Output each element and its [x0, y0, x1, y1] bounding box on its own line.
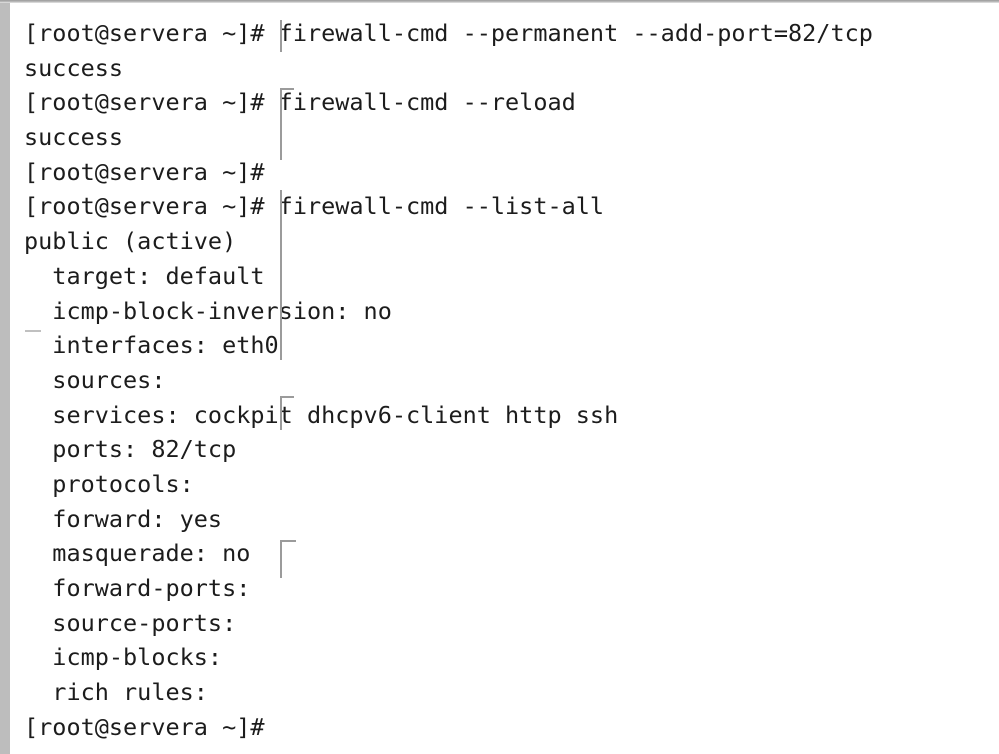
terminal-line: [root@servera ~]# firewall-cmd --reload: [24, 88, 576, 117]
terminal-line: [root@servera ~]# firewall-cmd --permane…: [24, 19, 873, 47]
terminal-line: ports: 82/tcp: [24, 435, 237, 464]
left-gutter-strip: [0, 3, 10, 754]
terminal-line: services: cockpit dhcpv6-client http ssh: [24, 400, 619, 429]
terminal-line: sources:: [24, 365, 166, 394]
terminal-line: [root@servera ~]# firewall-cmd --list-al…: [24, 192, 605, 221]
terminal-line: success: [24, 53, 124, 82]
terminal-line: source-ports:: [24, 608, 237, 637]
terminal-line: [root@servera ~]#: [24, 157, 265, 186]
terminal-line: protocols:: [24, 469, 194, 498]
terminal-line: success: [24, 123, 124, 152]
terminal-line: target: default: [24, 261, 265, 290]
terminal-output-area[interactable]: [root@servera ~]# firewall-cmd --permane…: [24, 16, 984, 744]
terminal-line: masquerade: no: [24, 539, 251, 568]
terminal-line: rich rules:: [24, 678, 208, 707]
terminal-line: public (active): [24, 227, 237, 256]
terminal-line: forward: yes: [24, 504, 223, 533]
terminal-line: icmp-block-inversion: no: [24, 296, 392, 325]
terminal-line: interfaces: eth0: [24, 331, 279, 360]
top-border-rule: [0, 0, 999, 3]
terminal-line: icmp-blocks:: [24, 643, 223, 672]
terminal-line: forward-ports:: [24, 574, 251, 602]
terminal-line: [root@servera ~]#: [24, 712, 265, 741]
